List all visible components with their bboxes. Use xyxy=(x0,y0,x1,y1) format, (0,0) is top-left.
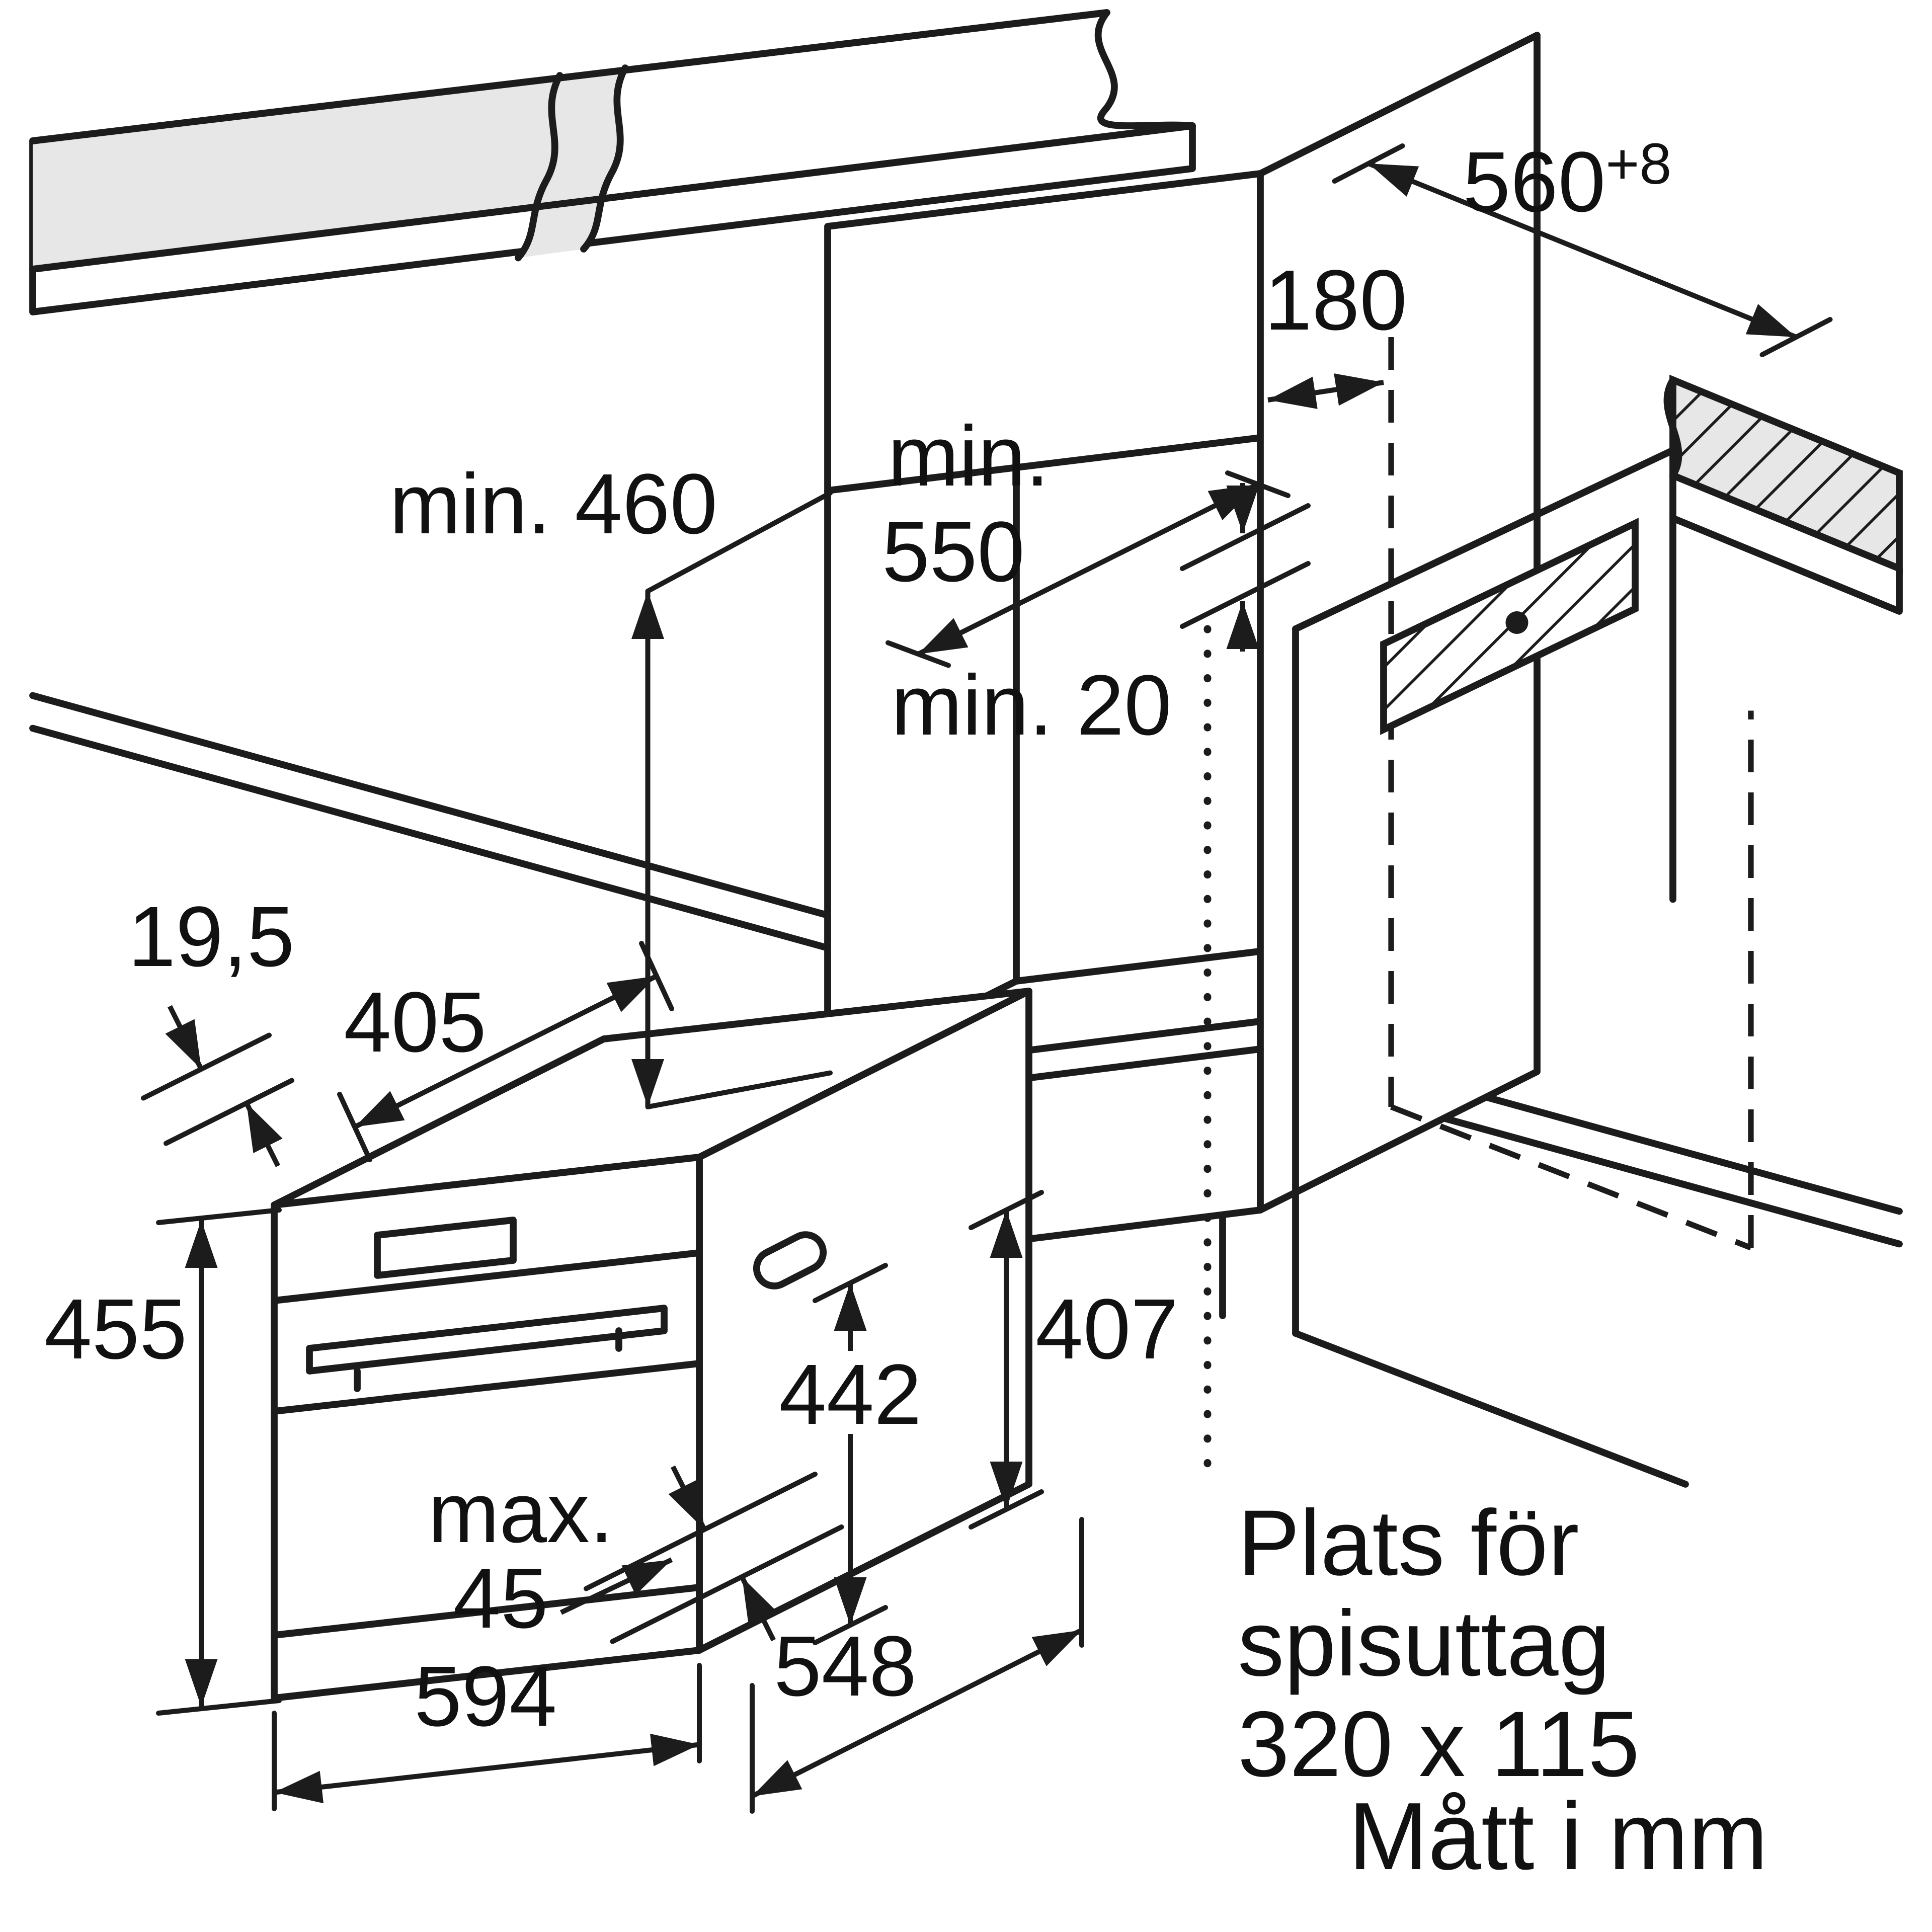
dim-depth-rear xyxy=(751,1628,1083,1799)
label-door-2: 45 xyxy=(453,1551,548,1646)
display-window xyxy=(374,1217,517,1279)
socket-note-line-3: 320 x 115 xyxy=(1238,1693,1640,1796)
socket-note-line-1: Plats för xyxy=(1238,1491,1579,1595)
dim-niche-depth xyxy=(917,482,1259,657)
dim-width-front xyxy=(274,1733,700,1804)
dim-door-bottom xyxy=(740,1576,778,1642)
worktop-break-line xyxy=(580,64,629,253)
label-height-front: 455 xyxy=(44,1281,187,1377)
label-rear-gap: min. 20 xyxy=(891,658,1171,753)
oven xyxy=(271,988,1032,1702)
dim-overhang-bottom xyxy=(244,1102,283,1167)
door-top-seam xyxy=(271,1360,703,1415)
label-width-front: 594 xyxy=(414,1649,557,1744)
notes: Plats för spisuttag 320 x 115 Mått i mm xyxy=(1238,1491,1768,1890)
dim-niche-width xyxy=(1367,161,1797,340)
door-thickness-leader xyxy=(559,1557,673,1615)
dim-overhang-top xyxy=(165,1005,204,1071)
label-side-clearance: 180 xyxy=(1264,253,1407,348)
label-depth-top: 405 xyxy=(344,975,487,1070)
worktop-right-break xyxy=(1663,376,1682,479)
label-overhang: 19,5 xyxy=(128,889,295,985)
dimension-labels: min. 460 min. 550 180 560+8 min. 20 19,5… xyxy=(44,132,1671,1744)
dim-side-clearance xyxy=(1267,373,1384,409)
oven-front-face xyxy=(271,1154,703,1702)
label-niche-depth-1: min. xyxy=(888,409,1049,504)
right-niche-section xyxy=(1292,337,1903,1488)
door-handle xyxy=(306,1305,668,1375)
overhang-edge xyxy=(141,1032,272,1101)
door-bottom-seam xyxy=(271,1584,703,1639)
label-niche-depth-2: 550 xyxy=(882,504,1025,600)
dim-depth-top xyxy=(353,974,658,1130)
hidden-edge xyxy=(1390,1104,1752,1251)
door-thickness-edge xyxy=(610,1524,844,1644)
label-niche-width: 560+8 xyxy=(1463,132,1672,230)
label-height-rear: 407 xyxy=(1035,1281,1178,1377)
label-height-body: 442 xyxy=(779,1347,922,1442)
dim-door-top xyxy=(668,1465,707,1531)
side-grip-cutout xyxy=(753,1231,827,1290)
socket-position-dot xyxy=(1505,611,1528,634)
label-niche-height: min. 460 xyxy=(389,456,717,552)
units-note: Mått i mm xyxy=(1348,1783,1768,1890)
control-panel-edge xyxy=(271,1249,703,1304)
worktop-left xyxy=(29,9,1196,315)
socket-note-line-2: spisuttag xyxy=(1238,1592,1610,1696)
worktop-break-line xyxy=(515,72,564,262)
dimension-arrows xyxy=(165,161,1797,1804)
overhang-edge xyxy=(164,1078,294,1146)
label-depth-rear: 548 xyxy=(774,1619,917,1714)
label-door-1: max. xyxy=(428,1465,613,1561)
